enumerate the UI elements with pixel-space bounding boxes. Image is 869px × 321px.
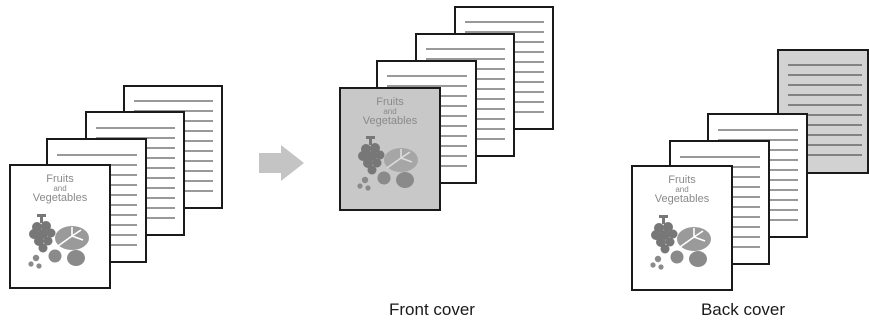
fruit-illustration xyxy=(650,215,711,270)
grapes-icon xyxy=(358,136,385,175)
back-cover-result-stack: Fruits and Vegetables xyxy=(631,49,869,291)
leaf-icon xyxy=(677,227,711,251)
cover-title-line2: and xyxy=(53,184,66,193)
cover-title-line2: and xyxy=(675,185,688,194)
front-cover-result-stack: Fruits and Vegetables xyxy=(339,6,554,211)
cover-page: Fruits and Vegetables xyxy=(9,164,111,289)
cover-title-line1: Fruits xyxy=(376,96,404,108)
leaf-icon xyxy=(55,226,89,250)
back-cover-page-shaded xyxy=(777,49,869,174)
cover-title-line3: Vegetables xyxy=(655,193,710,205)
back-cover-caption: Back cover xyxy=(700,300,786,319)
grapes-icon xyxy=(651,215,678,254)
leaf-icon xyxy=(384,148,418,172)
cover-title-line2: and xyxy=(383,107,396,116)
arrow-right-icon xyxy=(259,145,304,181)
front-cover-caption: Front cover xyxy=(389,300,475,319)
fruit-illustration xyxy=(357,136,418,191)
cover-title-line1: Fruits xyxy=(668,174,696,186)
cover-title-line3: Vegetables xyxy=(33,192,88,204)
fruit-icon xyxy=(650,250,707,270)
cover-page: Fruits and Vegetables xyxy=(631,165,733,291)
front-cover-page-shaded: Fruits and Vegetables xyxy=(339,87,441,211)
cover-title-line3: Vegetables xyxy=(363,115,418,127)
grapes-icon xyxy=(29,214,56,253)
cover-title-line1: Fruits xyxy=(46,173,74,185)
fruit-illustration xyxy=(28,214,89,269)
original-document-stack: Fruits and Vegetables xyxy=(9,85,223,289)
fruit-icon xyxy=(28,249,85,269)
fruit-icon xyxy=(357,171,414,191)
